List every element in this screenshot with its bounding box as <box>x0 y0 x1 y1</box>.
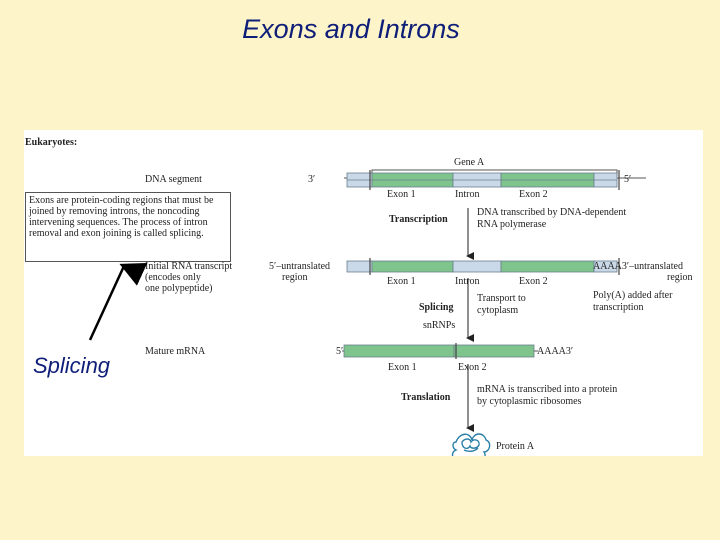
initial-rna-bar <box>346 258 620 275</box>
rna-exon2-label: Exon 2 <box>519 276 548 287</box>
mature-mrna-label: Mature mRNA <box>145 346 206 357</box>
exon-intron-note: Exons are protein-coding regions that mu… <box>25 192 231 262</box>
utr3-label-2: region <box>667 272 693 283</box>
splicing-step-label: Splicing <box>419 302 454 313</box>
slide-title: Exons and Introns <box>242 14 460 44</box>
mature-mrna-bar <box>342 343 538 359</box>
gene-label: Gene A <box>454 157 485 168</box>
dna-end-3: 3′ <box>308 174 316 185</box>
transport-note-1: Transport to <box>477 293 526 304</box>
translation-note-1: mRNA is transcribed into a protein <box>477 384 618 395</box>
mrna-exon2-label: Exon 2 <box>458 362 487 373</box>
initial-rna-label-1: Initial RNA transcript <box>145 261 233 272</box>
splicing-callout-label: Splicing <box>33 353 111 378</box>
transcription-note-1: DNA transcribed by DNA-dependent <box>477 207 627 218</box>
dna-end-5: 5′ <box>624 174 632 185</box>
protein-label: Protein A <box>496 441 535 452</box>
dna-exon1-label: Exon 1 <box>387 189 416 200</box>
mrna-polya: AAAA3′ <box>537 346 574 357</box>
dna-segment-label: DNA segment <box>145 174 202 185</box>
initial-rna-label-2: (encodes only <box>145 272 201 283</box>
polya-note-2: transcription <box>593 302 644 313</box>
initial-rna-label-3: one polypeptide) <box>145 283 213 294</box>
utr5-label-1: 5′–untranslated <box>269 261 331 272</box>
utr3-label-1: AAAA3′–untranslated <box>593 261 683 272</box>
translation-note-2: by cytoplasmic ribosomes <box>477 396 582 407</box>
transport-note-2: cytoplasm <box>477 305 519 316</box>
transcription-label: Transcription <box>389 214 448 225</box>
transcription-note-2: RNA polymerase <box>477 219 547 230</box>
dna-exon2-label: Exon 2 <box>519 189 548 200</box>
figure-panel: Eukaryotes: Exons are protein-coding reg… <box>24 130 703 456</box>
figure-graphics <box>342 169 646 456</box>
utr5-label-2: region <box>282 272 308 283</box>
mrna-exon1-label: Exon 1 <box>388 362 417 373</box>
dna-bar <box>344 170 646 190</box>
snrnps-label: snRNPs <box>423 320 456 331</box>
protein-icon <box>451 433 491 456</box>
eukaryotes-heading: Eukaryotes: <box>25 137 78 148</box>
translation-label: Translation <box>401 392 451 403</box>
rna-exon1-label: Exon 1 <box>387 276 416 287</box>
dna-intron-label: Intron <box>455 189 480 200</box>
polya-note-1: Poly(A) added after <box>593 290 673 301</box>
rna-intron-label: Intron <box>455 276 480 287</box>
mrna-end-5: 5′ <box>336 346 344 357</box>
